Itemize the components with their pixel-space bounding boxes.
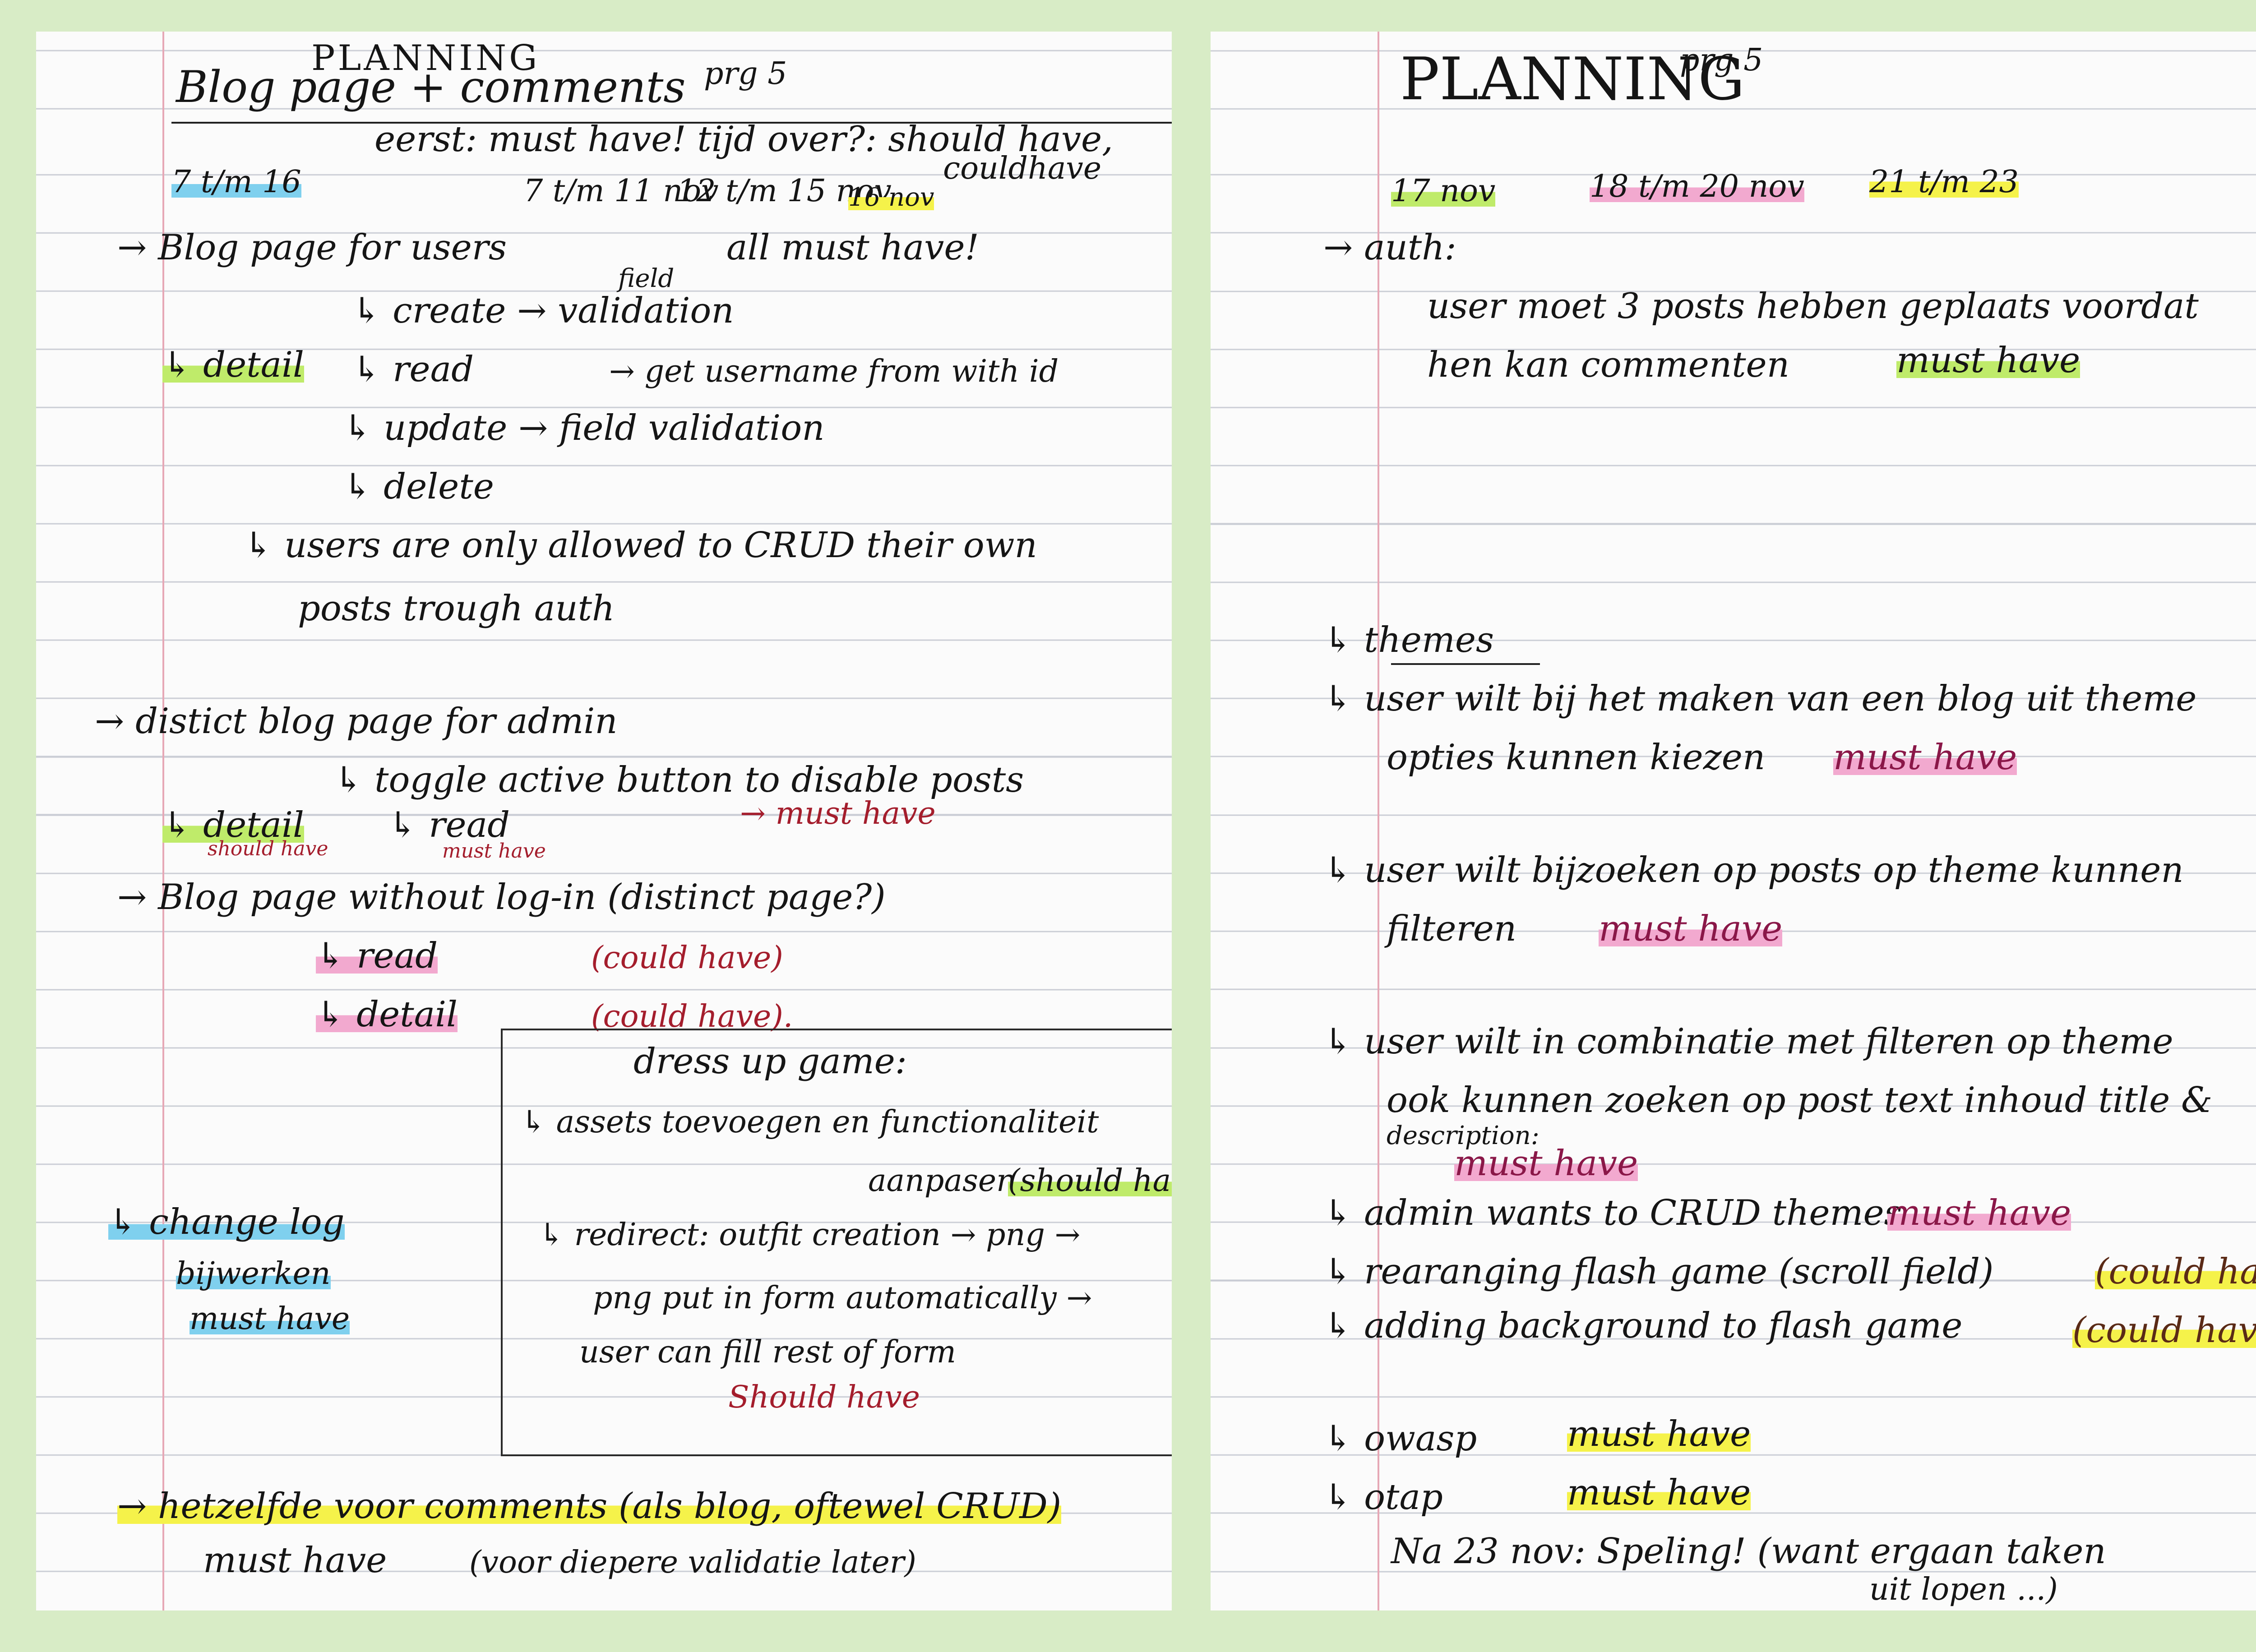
notebook-page-left: PLANNING Blog page + comments prg 5 eers… (36, 32, 1172, 1610)
note-line: ↳ admin wants to CRUD themes (1323, 1193, 1902, 1233)
date-range: 17 nov (1391, 173, 1496, 209)
box-line: ↳ redirect: outfit creation → png → (539, 1217, 1081, 1253)
note-line: filteren (1387, 909, 1517, 949)
box-line: png put in form automatically → (593, 1280, 1092, 1316)
note-line: ↳ themes (1323, 620, 1494, 660)
note-line: ↳ user wilt bij het maken van een blog u… (1323, 678, 2197, 719)
note-line: hen kan commenten (1427, 345, 1789, 385)
note-line: Na 23 nov: Speling! (want ergaan taken (1391, 1531, 2106, 1572)
note-line: ↳ read (352, 349, 474, 390)
page-heading: PLANNING (311, 38, 540, 78)
note-line: ↳ change log (108, 1202, 345, 1242)
date-range: 21 t/m 23 (1869, 164, 2019, 200)
date-range: 7 t/m 16 (171, 164, 301, 200)
note-line: must have (1887, 1193, 2071, 1233)
priority-note: eerst: must have! tijd over?: should hav… (374, 119, 1113, 160)
page-margin-line (1378, 32, 1379, 1610)
title-underline (171, 122, 1172, 124)
note-line: uit lopen ...) (1869, 1572, 2058, 1607)
note-line: ↳ toggle active button to disable posts (334, 760, 1024, 800)
note-line: (could have) (591, 940, 783, 976)
date-range: 7 t/m 11 nov (523, 173, 719, 209)
note-line: must have (1454, 1143, 1638, 1184)
note-line: should have (208, 837, 328, 860)
note-line: posts trough auth (298, 588, 615, 629)
note-line: → auth: (1323, 227, 1456, 268)
note-line: → hetzelfde voor comments (als blog, oft… (117, 1486, 1062, 1527)
note-line: (could have) (2072, 1313, 2256, 1348)
note-line: → distict blog page for admin (95, 701, 618, 742)
date-range: 18 t/m 20 nov (1590, 169, 1804, 204)
note-line: ↳ user wilt bijzoeken op posts op theme … (1323, 850, 2184, 891)
note-line: must have (1567, 1472, 1751, 1513)
note-line: → get username from with id (609, 354, 1059, 389)
box-line: user can fill rest of form (579, 1334, 956, 1370)
note-line: opties kunnen kiezen (1387, 737, 1766, 778)
note-line: description: (1387, 1121, 1539, 1150)
note-line: ↳ create → validation (352, 291, 734, 331)
note-line: field (618, 264, 675, 293)
box-line: Should have (728, 1380, 920, 1415)
note-line: (could have) (2095, 1254, 2256, 1289)
themes-underline (1391, 663, 1540, 665)
note-line: ↳ read (388, 805, 510, 845)
page-title: Blog page + comments (176, 62, 686, 112)
note-line: bijwerken (176, 1256, 331, 1292)
note-line: all must have! (726, 227, 979, 268)
box-line: ↳ assets toevoegen en functionaliteit (521, 1104, 1099, 1140)
note-line: must have (1833, 737, 2017, 778)
note-line: ↳ otap (1323, 1477, 1443, 1518)
note-line: ↳ read (316, 936, 438, 976)
note-line: → Blog page for users (117, 227, 507, 268)
dress-up-game-box: dress up game: ↳ assets toevoegen en fun… (501, 1029, 1172, 1456)
note-line: ↳ detail (162, 805, 304, 845)
note-line: → must have (740, 796, 936, 831)
page-reference: prg 5 (1680, 42, 1763, 78)
note-line: user moet 3 posts hebben geplaats voorda… (1427, 286, 2199, 327)
box-line: (should have) (1008, 1166, 1172, 1196)
note-line: (voor diepere validatie later) (469, 1545, 916, 1580)
note-line: must have (442, 840, 546, 863)
note-line: ↳ update → field validation (343, 408, 825, 448)
priority-note-continued: couldhave (943, 151, 1102, 186)
note-line: → Blog page without log-in (distinct pag… (117, 877, 886, 918)
note-line: must have (190, 1301, 350, 1337)
note-line: ↳ adding background to flash game (1323, 1306, 1963, 1346)
page-reference: prg 5 (704, 56, 787, 92)
note-line: ↳ detail (162, 345, 304, 385)
note-line: ↳ rearanging flash game (scroll field) (1323, 1251, 1994, 1292)
note-line: ↳ users are only allowed to CRUD their o… (244, 525, 1037, 566)
note-line: must have (203, 1540, 387, 1581)
note-line: ↳ detail (316, 994, 458, 1035)
page-heading: PLANNING (1400, 45, 1745, 113)
box-title: dress up game: (633, 1041, 907, 1082)
date-range: 16 nov (848, 183, 934, 212)
note-line: (could have). (591, 999, 793, 1034)
box-line: aanpasen (868, 1163, 1016, 1199)
note-line: ↳ delete (343, 466, 494, 507)
note-line: must have (1599, 909, 1783, 949)
note-line: ook kunnen zoeken op post text inhoud ti… (1387, 1080, 2213, 1121)
note-line: ↳ user wilt in combinatie met filteren o… (1323, 1021, 2173, 1062)
note-line: must have (1896, 340, 2080, 381)
notebook-page-right: PLANNING prg 5 17 nov 18 t/m 20 nov 21 t… (1211, 32, 2256, 1610)
note-line: ↳ owasp (1323, 1418, 1477, 1459)
note-line: must have (1567, 1414, 1751, 1454)
